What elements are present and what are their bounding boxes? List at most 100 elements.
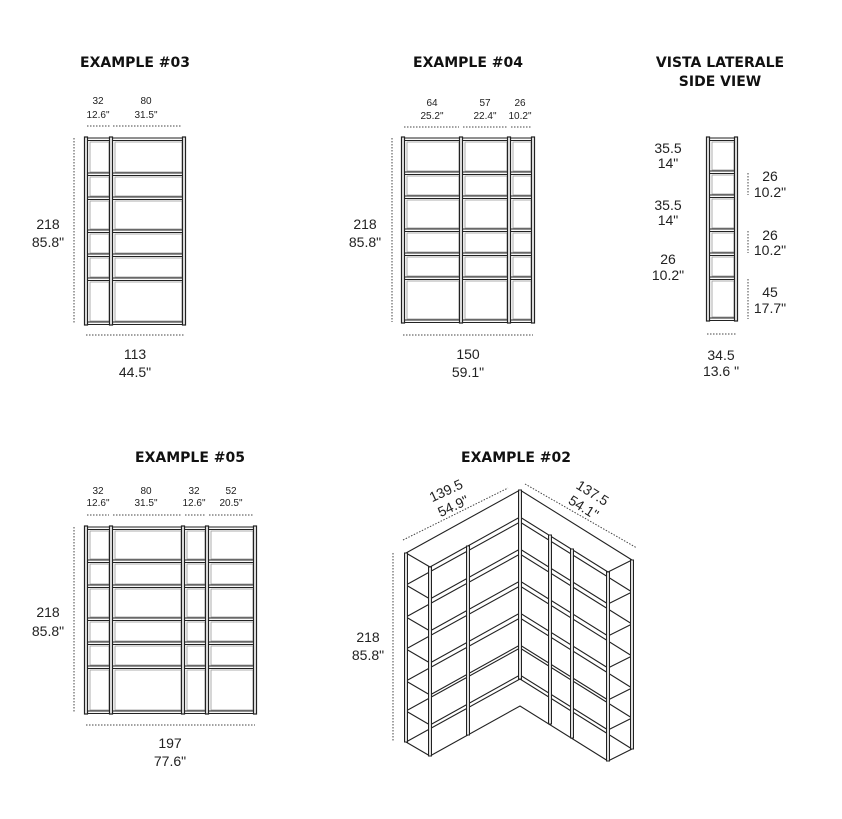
upright-post xyxy=(83,525,89,715)
upright-post xyxy=(570,548,574,739)
shelf-side-edge xyxy=(405,710,431,726)
compartment xyxy=(512,175,532,196)
example-02: EXAMPLE #02 139.5 54.9" 137.5 54.1" 218 … xyxy=(352,450,638,762)
compartment xyxy=(464,256,508,277)
total-width-in: 44.5" xyxy=(119,364,151,380)
shelf-front-edge xyxy=(429,705,609,762)
compartment xyxy=(114,200,183,230)
compartment xyxy=(89,588,110,618)
shelf xyxy=(402,171,534,175)
depth-in: 13.6 " xyxy=(703,363,739,379)
width-in: 10.2" xyxy=(508,111,531,122)
spacing-cm: 26 xyxy=(762,168,778,184)
width-cm: 32 xyxy=(188,486,200,497)
compartment xyxy=(114,621,182,642)
corner-bookcase-isometric xyxy=(404,489,634,762)
shelf-side-edge xyxy=(607,591,633,605)
shelf xyxy=(402,137,534,141)
example-04-title: EXAMPLE #04 xyxy=(413,55,523,71)
width-cm: 26 xyxy=(514,98,526,109)
example-05: EXAMPLE #05 32 12.6" 80 31.5" 32 12.6" 5… xyxy=(32,450,258,769)
height-cm: 218 xyxy=(36,216,60,232)
example-05-title: EXAMPLE #05 xyxy=(135,450,245,466)
upright-post xyxy=(83,136,89,326)
shelf-side-edge xyxy=(607,559,633,573)
total-width-in: 59.1" xyxy=(452,364,484,380)
shelf xyxy=(85,253,185,257)
height-in: 85.8" xyxy=(349,234,381,250)
bookcase-side-view xyxy=(705,136,739,322)
spacing-cm: 45 xyxy=(762,284,778,300)
height-in: 85.8" xyxy=(32,623,64,639)
height-cm: 218 xyxy=(353,216,377,232)
upright-post xyxy=(733,136,739,322)
height-in: 85.8" xyxy=(352,647,384,663)
compartment xyxy=(711,280,735,318)
spacing-cm: 35.5 xyxy=(654,140,681,156)
width-cm: 32 xyxy=(92,96,104,107)
compartment xyxy=(114,669,182,711)
compartment xyxy=(464,141,508,172)
compartment xyxy=(89,141,110,173)
compartment xyxy=(406,280,460,320)
shelf xyxy=(85,277,185,281)
shelf xyxy=(85,321,185,325)
width-cm: 52 xyxy=(225,486,237,497)
compartment xyxy=(464,175,508,196)
spacing-in: 17.7" xyxy=(754,300,786,316)
shelf-side-edge xyxy=(405,552,431,568)
compartment xyxy=(114,588,182,618)
compartment xyxy=(210,563,254,585)
compartment xyxy=(114,563,182,585)
compartment xyxy=(114,141,183,173)
example-04: EXAMPLE #04 64 25.2" 57 22.4" 26 10.2" 2… xyxy=(349,55,536,380)
example-02-title: EXAMPLE #02 xyxy=(461,450,571,466)
compartment xyxy=(114,176,183,197)
compartment xyxy=(89,621,110,642)
shelf xyxy=(402,228,534,232)
upright-post xyxy=(506,136,512,324)
upright-post xyxy=(705,136,711,322)
spacing-cm: 26 xyxy=(762,227,778,243)
compartment xyxy=(406,141,460,172)
bookcase-front-view xyxy=(400,136,536,324)
example-03-title: EXAMPLE #03 xyxy=(80,55,190,71)
compartment xyxy=(89,669,110,711)
compartment xyxy=(406,175,460,196)
upright-post xyxy=(252,525,258,715)
width-in: 31.5" xyxy=(134,498,157,509)
width-in: 12.6" xyxy=(86,498,109,509)
compartment xyxy=(210,588,254,618)
compartment xyxy=(406,232,460,253)
width-cm: 80 xyxy=(140,96,152,107)
spacing-in: 10.2" xyxy=(754,242,786,258)
compartment xyxy=(89,176,110,197)
upright-post xyxy=(204,525,210,715)
spacing-in: 10.2" xyxy=(652,267,684,283)
height-in: 85.8" xyxy=(32,234,64,250)
shelf xyxy=(707,137,737,141)
side-view: VISTA LATERALE SIDE VIEW 35.5 14" 35.5 1… xyxy=(652,55,786,379)
example-03: EXAMPLE #03 32 12.6" 80 31.5" 218 85.8" … xyxy=(32,55,190,380)
shelf-side-edge xyxy=(405,680,431,696)
compartment xyxy=(114,281,183,322)
compartment xyxy=(114,645,182,666)
shelf-side-edge xyxy=(405,741,431,757)
total-width-cm: 197 xyxy=(158,735,182,751)
upright-post xyxy=(548,534,552,725)
total-width-in: 77.6" xyxy=(154,753,186,769)
compartment xyxy=(89,530,110,560)
shelf xyxy=(707,194,737,198)
upright-post xyxy=(466,545,470,736)
compartment xyxy=(89,200,110,230)
width-in: 22.4" xyxy=(473,111,496,122)
shelf xyxy=(402,319,534,323)
width-cm: 57 xyxy=(479,98,491,109)
upright-post xyxy=(630,559,634,750)
depth-cm: 34.5 xyxy=(707,347,734,363)
compartment xyxy=(114,233,183,254)
compartment xyxy=(210,669,254,711)
compartment xyxy=(186,621,206,642)
total-width-cm: 150 xyxy=(456,346,480,362)
